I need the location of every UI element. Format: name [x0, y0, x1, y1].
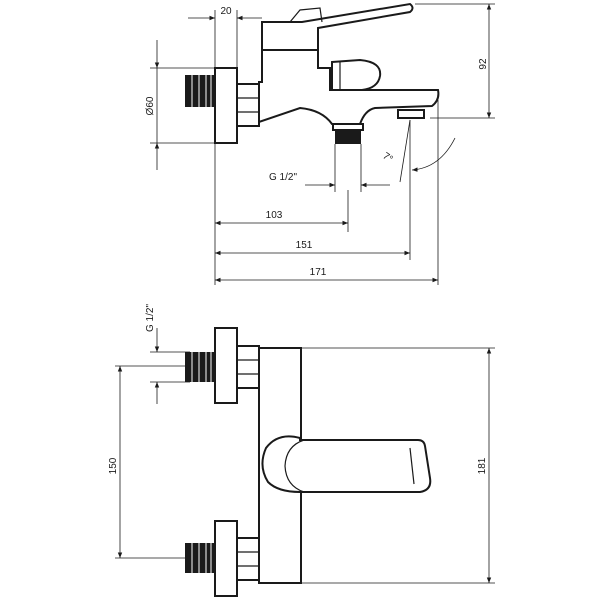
dim-outlet-thread: G 1/2" — [269, 172, 297, 183]
dim-171: 171 — [310, 267, 327, 278]
dim-front-thread: G 1/2" — [145, 304, 156, 332]
wall-flange — [214, 67, 238, 144]
lever-handle-side — [261, 2, 414, 51]
diverter-knob — [331, 58, 382, 91]
front-view: G 1/2" 150 181 — [108, 304, 495, 597]
dim-92: 92 — [478, 58, 489, 70]
mixer-body-side — [258, 49, 440, 125]
dim-181: 181 — [477, 457, 488, 474]
upper-eccentric-connector — [185, 352, 215, 382]
dim-103: 103 — [266, 210, 283, 221]
upper-hex-nut — [236, 345, 260, 389]
lever-handle-front — [261, 435, 432, 493]
outlet-thread — [335, 130, 361, 144]
lower-hex-nut — [236, 537, 260, 581]
dim-150: 150 — [108, 457, 119, 474]
dim-20: 20 — [220, 6, 232, 17]
eccentric-connector — [185, 75, 215, 107]
spout-outlet — [397, 109, 425, 119]
dim-d60: Ø60 — [145, 96, 156, 115]
dim-angle: 7° — [380, 151, 394, 165]
lower-wall-flange — [214, 520, 238, 597]
upper-wall-flange — [214, 327, 238, 404]
hex-nut — [236, 83, 260, 127]
dim-151: 151 — [296, 240, 313, 251]
side-view: 20 92 Ø60 7° G 1/2" 103 151 171 — [145, 2, 495, 285]
